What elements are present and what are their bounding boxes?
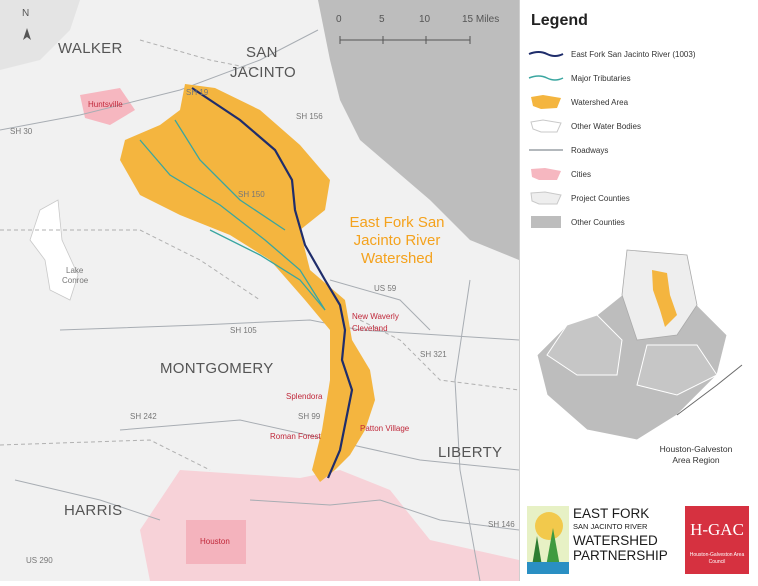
road-sh30: SH 30 — [10, 127, 33, 136]
legend-item-city: Cities — [527, 166, 591, 182]
city-new-waverly: New Waverly — [352, 312, 399, 321]
city-patton-village: Patton Village — [360, 424, 410, 433]
main-map: N 0 5 10 15 Miles WALKER SAN JACINTO MON… — [0, 0, 520, 582]
legend-item-tributary: Major Tributaries — [527, 70, 631, 86]
legend-label-road: Roadways — [571, 145, 609, 155]
lake-label-2: Conroe — [62, 276, 89, 285]
river-swatch-icon — [528, 51, 564, 57]
county-label-san: SAN — [246, 44, 278, 61]
scale-label-0: 0 — [336, 14, 342, 25]
legend-item-other-county: Other Counties — [527, 214, 625, 230]
legend-item-water: Other Water Bodies — [527, 118, 641, 134]
watershed-label: East Fork San Jacinto River Watershed — [349, 214, 445, 267]
road-us59: US 59 — [374, 284, 397, 293]
legend-label-river: East Fork San Jacinto River (1003) — [571, 49, 696, 59]
other-county-swatch-icon — [531, 216, 561, 228]
legend-title: Legend — [531, 12, 588, 29]
partnership-logo-text: EAST FORK SAN JACINTO RIVER WATERSHED PA… — [573, 506, 668, 563]
hgac-logo-mark: H-GAC — [690, 520, 744, 539]
city-huntsville: Huntsville — [88, 100, 123, 109]
legend-panel: Legend East Fork San Jacinto River (1003… — [521, 0, 758, 581]
road-sh150: SH 150 — [238, 190, 265, 199]
road-swatch-icon — [529, 149, 563, 151]
legend-label-watershed: Watershed Area — [571, 97, 629, 107]
lake-conroe — [29, 199, 79, 301]
legend-label-city: Cities — [571, 169, 592, 179]
hgac-logo: H-GAC Houston-Galveston Area Council — [685, 506, 749, 574]
partnership-logo: EAST FORK SAN JACINTO RIVER WATERSHED PA… — [527, 506, 677, 576]
county-label-harris: HARRIS — [64, 502, 123, 519]
watershed-swatch-icon — [531, 95, 561, 109]
county-northwest — [0, 0, 80, 70]
city-cleveland: Cleveland — [352, 324, 388, 333]
project-county-swatch-icon — [530, 191, 562, 205]
houston-core — [186, 520, 246, 564]
legend-label-project-county: Project Counties — [571, 193, 630, 203]
map-canvas — [0, 0, 520, 582]
scale-label-5: 5 — [379, 14, 385, 25]
inset-region-label: Houston-Galveston Area Region — [659, 444, 733, 465]
county-label-montgomery: MONTGOMERY — [160, 360, 274, 377]
lake-label-1: Lake — [66, 266, 84, 275]
inset-watershed — [652, 270, 677, 327]
road-sh146: SH 146 — [488, 520, 515, 529]
legend-item-road: Roadways — [527, 142, 608, 158]
road-sh99: SH 99 — [298, 412, 321, 421]
county-label-liberty: LIBERTY — [438, 444, 503, 461]
legend-label-other-county: Other Counties — [571, 217, 625, 227]
county-label-jacinto: JACINTO — [230, 64, 296, 81]
tributary-swatch-icon — [528, 75, 564, 81]
other-county-north — [318, 0, 519, 260]
road-sh156: SH 156 — [296, 112, 323, 121]
scale-label-15: 15 Miles — [462, 14, 500, 25]
road-sh105: SH 105 — [230, 326, 257, 335]
huntsville-area — [80, 88, 135, 125]
legend-item-river: East Fork San Jacinto River (1003) — [527, 46, 696, 62]
water-swatch-icon — [530, 119, 562, 133]
road-sh321: SH 321 — [420, 350, 447, 359]
tree-logo-icon — [527, 506, 569, 574]
legend-item-watershed: Watershed Area — [527, 94, 628, 110]
scale-label-10: 10 — [419, 14, 431, 25]
city-roman-forest: Roman Forest — [270, 432, 321, 441]
city-swatch-icon — [531, 168, 561, 180]
legend-item-project-county: Project Counties — [527, 190, 630, 206]
road-us290: US 290 — [26, 556, 53, 565]
legend-label-tributary: Major Tributaries — [571, 73, 631, 83]
city-splendora: Splendora — [286, 392, 323, 401]
scale-bar — [339, 36, 471, 44]
county-label-walker: WALKER — [58, 40, 123, 57]
hgac-logo-sub: Houston-Galveston Area Council — [689, 552, 745, 565]
inset-map — [536, 249, 743, 441]
legend-label-water: Other Water Bodies — [571, 121, 641, 131]
north-arrow-icon — [23, 28, 31, 40]
city-houston: Houston — [200, 537, 230, 546]
north-label: N — [22, 8, 30, 19]
east-fork-river — [191, 87, 354, 479]
road-sh242: SH 242 — [130, 412, 157, 421]
road-sh19: SH 19 — [186, 88, 209, 97]
